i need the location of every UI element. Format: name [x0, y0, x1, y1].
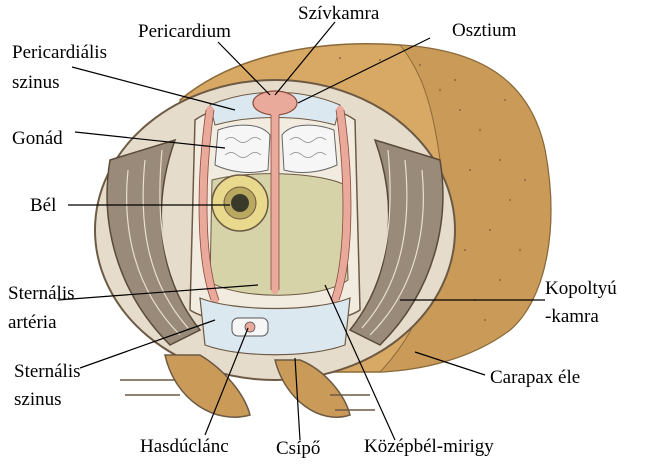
label-osztium: Osztium	[452, 20, 517, 41]
legs	[120, 354, 375, 418]
label-sternalis-szinus-2: szinus	[14, 389, 62, 410]
leader-lines	[57, 21, 545, 441]
label-hasduclanc: Hasdúclánc	[140, 436, 229, 457]
label-pericardialis-1: Pericardiális	[12, 42, 107, 63]
label-bel: Bél	[30, 195, 57, 216]
label-sternalis-arteria-2: artéria	[8, 312, 57, 333]
label-szivkamra: Szívkamra	[298, 3, 380, 24]
label-pericardium: Pericardium	[138, 21, 231, 42]
carapax-texture	[339, 57, 526, 321]
label-carapax: Carapax éle	[490, 367, 581, 388]
label-kozepbel: Középbél-mirigy	[364, 436, 494, 457]
label-gonad: Gonád	[12, 128, 63, 149]
label-kopoltyu-2: -kamra	[545, 306, 599, 327]
label-csipo: Csípő	[276, 438, 321, 459]
label-kopoltyu-1: Kopoltyú	[545, 278, 617, 299]
label-pericardialis-2: szinus	[12, 72, 60, 93]
label-sternalis-szinus-1: Sternális	[14, 361, 81, 382]
label-sternalis-arteria-1: Sternális	[8, 283, 75, 304]
cross-section-face	[94, 79, 456, 381]
